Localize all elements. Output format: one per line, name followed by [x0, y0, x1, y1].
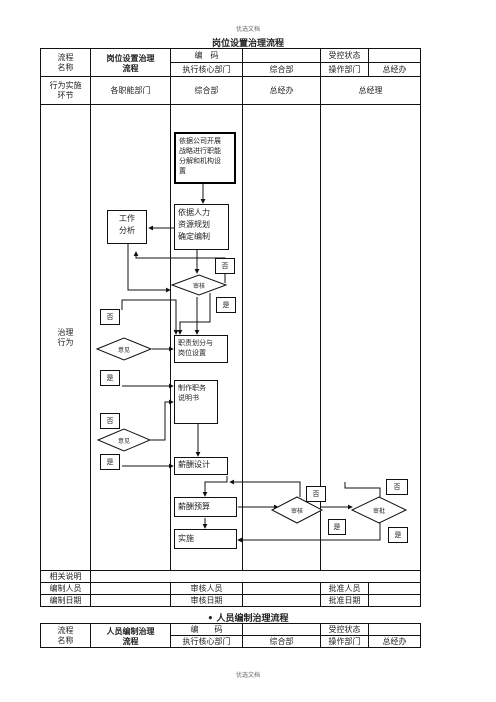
arrow-analysis-to-review — [127, 244, 171, 293]
box-job-analysis: 工作 分析 — [107, 210, 147, 244]
arrow-opinion2-to-desc — [150, 399, 174, 441]
opinion2-yes-label: 是 — [100, 454, 120, 470]
diamond-review2-label: 审核 — [290, 508, 303, 515]
opinion1-no-label: 否 — [100, 309, 120, 325]
review2-yes-label: 是 — [328, 519, 346, 535]
arrow-review2-no-loop — [229, 479, 301, 497]
diamond-opinion1-label: 意见 — [117, 347, 130, 354]
approve-no-label: 否 — [386, 479, 408, 495]
staffing-code-value — [242, 623, 321, 636]
staffing-code-label: 编 码 — [170, 623, 243, 636]
staffing-flow-name: 人员编制治理流程 — [90, 623, 171, 648]
section1-title: 岗位设置治理流程 — [211, 39, 284, 49]
box-job-description: 制作职务 说明书 — [174, 380, 218, 424]
review2-no-label: 否 — [306, 486, 326, 502]
footer-watermark: 优选文档 — [235, 672, 260, 679]
section2-title: • 人员编制治理流程 — [207, 614, 289, 624]
box-hr-planning: 依据人力 资源规划 确定编制 — [174, 204, 229, 250]
flow-name-value: 岗位设置治理流程 — [90, 48, 171, 77]
box-implement: 实施 — [174, 529, 237, 549]
box-salary-budget: 薪酬预算 — [174, 497, 237, 517]
diamond-opinion-2 — [96, 428, 152, 452]
box-salary-design: 薪酬设计 — [174, 457, 228, 475]
arrow-review-no-loop — [133, 251, 226, 283]
staffing-flow-label: 流程名称 — [40, 623, 91, 648]
diamond-review — [170, 274, 228, 296]
staffing-table: 流程名称 人员编制治理流程 编 码 受控状态 执行核心部门 综合部 操作部门 总… — [40, 623, 421, 648]
approve-date-value — [368, 594, 421, 607]
staffing-status-value — [368, 623, 421, 636]
review-no-label: 否 — [215, 258, 235, 274]
diamond-opinion-1 — [95, 337, 153, 361]
box-duty-division: 职责划分与 岗位设置 — [174, 335, 228, 363]
lane-header-functional-depts: 各职能部门 — [90, 76, 171, 105]
arrow-approve-no-loop — [344, 482, 381, 497]
header-watermark: 优选文档 — [235, 26, 260, 33]
lane-header-gm: 总经理 — [320, 76, 421, 105]
arrow-salary-to-budget — [202, 476, 228, 497]
staffing-core-dept-label: 执行核心部门 — [170, 635, 243, 648]
staffing-status-label: 受控状态 — [320, 623, 369, 636]
diamond-approve-label: 审批 — [372, 508, 385, 515]
staffing-core-dept-value: 综合部 — [242, 635, 321, 648]
staffing-op-dept-value: 总经办 — [368, 635, 421, 648]
approve-yes-label: 是 — [388, 527, 408, 543]
arrow-no2-loop — [121, 299, 179, 335]
diamond-opinion2-label: 意见 — [117, 438, 130, 445]
diamond-review-2 — [270, 496, 324, 524]
arrow-approve-yes-to-implement — [237, 517, 381, 543]
opinion1-yes-label: 是 — [100, 370, 120, 386]
flow-name-label: 流程名称 — [40, 48, 91, 77]
opinion2-no-label: 否 — [100, 413, 120, 429]
arrow-review-yes-to-duty — [177, 293, 211, 335]
diamond-approve — [350, 496, 408, 524]
box-company-strategy: 依据公司开展 战略进行职能 分解和机构设 置 — [174, 132, 236, 184]
staffing-op-dept-label: 操作部门 — [320, 635, 369, 648]
diamond-review-label: 审核 — [192, 283, 205, 290]
review-yes-label: 是 — [216, 297, 236, 313]
